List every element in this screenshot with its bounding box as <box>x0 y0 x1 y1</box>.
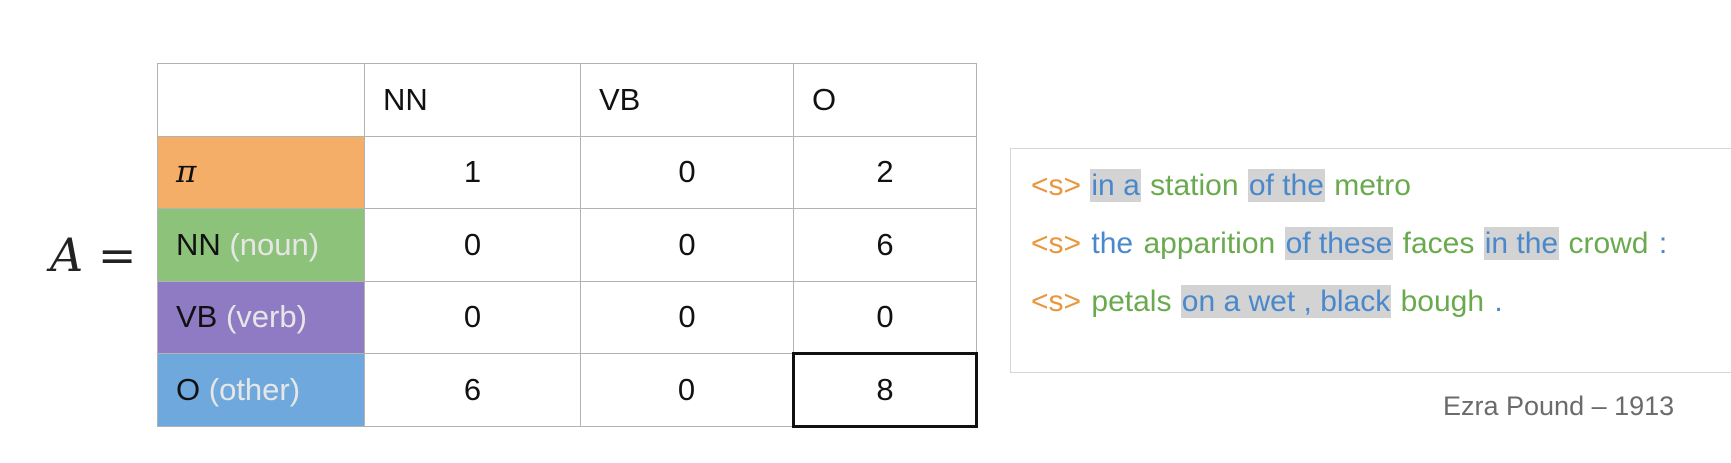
column-header-vb: VB <box>580 63 794 137</box>
row-label-text: π <box>176 154 197 191</box>
matrix-cell: 0 <box>580 280 794 354</box>
other-token: the <box>1091 227 1134 260</box>
noun-token: apparition <box>1143 227 1276 260</box>
matrix-cell: 0 <box>580 135 794 209</box>
row-label-subtitle: (noun) <box>229 226 320 262</box>
attribution: Ezra Pound – 1913 <box>1443 391 1675 421</box>
matrix-cell: 1 <box>364 135 581 209</box>
column-header-nn: NN <box>364 63 581 137</box>
matrix-cell: 6 <box>793 208 977 282</box>
sentence-line: <s> petals on a wet , black bough . <box>1030 284 1504 320</box>
other-token: of the <box>1247 169 1325 202</box>
row-label-text: O <box>176 371 201 407</box>
column-header-o: O <box>793 63 977 137</box>
row-label-text: VB <box>176 299 218 335</box>
corpus-panel <box>1010 148 1731 373</box>
start-token: <s> <box>1031 169 1082 202</box>
matrix-cell: 0 <box>364 208 581 282</box>
start-token: <s> <box>1031 227 1082 260</box>
matrix-cell: 2 <box>793 135 977 209</box>
sentence-line: <s> the apparition of these faces in the… <box>1030 226 1668 262</box>
row-label-nn: NN (noun) <box>157 208 365 282</box>
row-label-vb: VB (verb) <box>157 280 365 354</box>
matrix-cell: 0 <box>580 208 794 282</box>
matrix-symbol: A <box>50 228 84 282</box>
noun-token: metro <box>1334 169 1411 202</box>
other-token: on a wet , black <box>1180 285 1392 318</box>
row-label-subtitle: (other) <box>208 371 301 407</box>
noun-token: faces <box>1402 227 1475 260</box>
other-token: : <box>1658 227 1668 260</box>
noun-token: bough <box>1400 285 1485 318</box>
matrix-cell: 0 <box>793 280 977 354</box>
row-label-text: NN <box>176 226 221 262</box>
noun-token: petals <box>1091 285 1172 318</box>
equals-sign: = <box>97 228 137 282</box>
matrix-corner-cell <box>157 63 365 137</box>
sentence-line: <s> in a station of the metro <box>1030 168 1412 204</box>
row-label-o: O (other) <box>157 353 365 427</box>
matrix-label: A = <box>50 228 136 282</box>
other-token: of these <box>1284 227 1394 260</box>
noun-token: station <box>1150 169 1239 202</box>
matrix-cell: 8 <box>792 352 978 428</box>
other-token: in the <box>1483 227 1560 260</box>
start-token: <s> <box>1031 285 1082 318</box>
noun-token: crowd <box>1568 227 1649 260</box>
row-label-subtitle: (verb) <box>225 299 307 335</box>
matrix-cell: 0 <box>580 353 794 427</box>
row-label-pi: π <box>157 135 365 209</box>
other-token: in a <box>1090 169 1141 202</box>
other-token: . <box>1494 285 1503 318</box>
matrix-cell: 0 <box>364 280 581 354</box>
matrix-cell: 6 <box>364 353 581 427</box>
